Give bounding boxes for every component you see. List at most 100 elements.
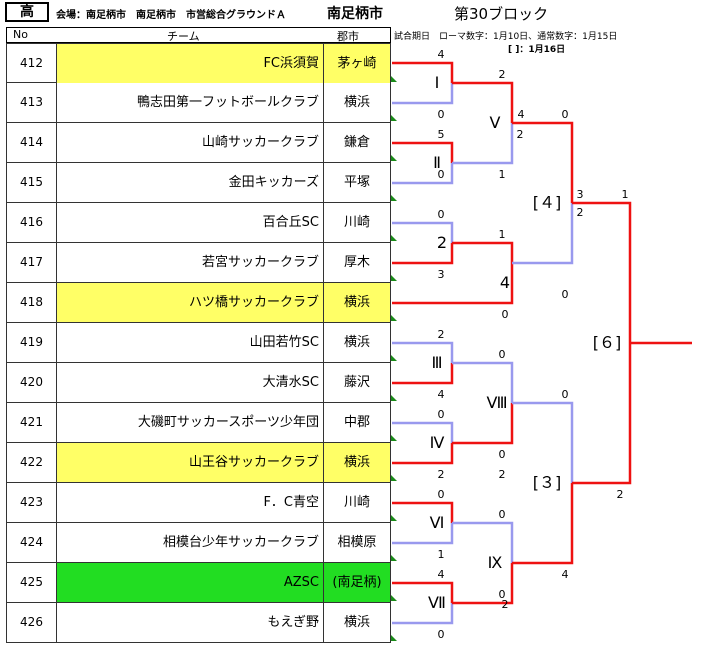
team-number: 412 — [7, 44, 57, 83]
team-name: 山王谷サッカークラブ — [57, 443, 324, 482]
team-city: 横浜 — [324, 283, 390, 322]
match-label: Ⅷ — [486, 393, 507, 412]
bracket-line — [392, 603, 454, 625]
match-label: Ⅲ — [431, 353, 442, 372]
match-label: [６] — [593, 333, 622, 352]
team-name: 若宮サッカークラブ — [57, 243, 324, 282]
team-city: 相模原 — [337, 535, 377, 550]
score-label: 0 — [499, 448, 506, 461]
col-no: No — [13, 28, 28, 41]
score-label: 0 — [562, 288, 569, 301]
score-label: 0 — [499, 588, 506, 601]
bracket-line — [512, 203, 574, 265]
team-city: 横浜 — [324, 443, 390, 482]
team-number: 417 — [7, 243, 57, 282]
score-label: 2 — [438, 328, 445, 341]
match-label: 4 — [500, 273, 510, 292]
bracket-line — [452, 81, 514, 123]
bracket-line — [392, 141, 454, 163]
team-name: 山崎サッカークラブ — [57, 123, 324, 162]
score-label: 2 — [502, 598, 509, 611]
bracket-line — [392, 163, 454, 185]
team-name: もえぎ野 — [57, 603, 324, 642]
match-label: Ⅴ — [490, 113, 501, 132]
team-city: 横浜 — [343, 95, 370, 110]
cell-marker-icon — [391, 435, 397, 441]
score-label: 3 — [438, 268, 445, 281]
bracket-line — [512, 121, 574, 203]
grade-badge: 高 — [5, 2, 49, 22]
cell-marker-icon — [391, 275, 397, 281]
bracket-line — [392, 243, 454, 265]
score-label: 1 — [622, 188, 629, 201]
match-label: [３] — [533, 473, 562, 492]
team-number: 422 — [7, 443, 57, 482]
bracket-line — [512, 401, 574, 483]
bracket-line — [452, 563, 514, 605]
score-label: 2 — [517, 128, 524, 141]
team-city: 中郡 — [343, 415, 370, 430]
bracket-line — [392, 263, 514, 305]
team-city: 横浜 — [343, 335, 370, 350]
cell-marker-icon — [391, 76, 397, 82]
score-label: 1 — [438, 548, 445, 561]
bracket-line — [392, 61, 454, 83]
match-label: Ⅶ — [428, 593, 446, 612]
col-team: チーム — [167, 30, 200, 43]
team-number: 424 — [7, 523, 57, 562]
score-label: 4 — [438, 388, 445, 401]
team-city: 平塚 — [343, 175, 370, 190]
cell-marker-icon — [391, 635, 397, 641]
bracket-line — [392, 83, 454, 105]
score-label: 1 — [499, 168, 506, 181]
score-label: 5 — [438, 128, 445, 141]
score-label: 0 — [438, 628, 445, 641]
score-label: 0 — [502, 308, 509, 321]
bracket-line — [512, 483, 574, 565]
venue-text: 会場：南足柄市 南足柄市 市営総合グラウンドＡ — [56, 10, 286, 21]
score-label: 2 — [438, 468, 445, 481]
match-label: Ⅰ — [435, 73, 440, 92]
bracket-line — [452, 403, 514, 445]
team-city: 川崎 — [343, 495, 370, 510]
match-label: Ⅸ — [488, 553, 503, 572]
score-label: 2 — [577, 206, 584, 219]
team-city: 藤沢 — [343, 375, 370, 390]
cell-marker-icon — [391, 115, 397, 121]
team-city: 厚木 — [343, 255, 370, 270]
team-number: 418 — [7, 283, 57, 322]
score-label: 1 — [499, 228, 506, 241]
cell-marker-icon — [391, 395, 397, 401]
score-label: 0 — [438, 408, 445, 421]
match-label: Ⅳ — [430, 433, 445, 452]
bracket-line — [392, 341, 454, 363]
cell-marker-icon — [391, 155, 397, 161]
match-dates: 試合期日 ローマ数字：1月10日、通常数字：1月15日 — [394, 32, 618, 42]
bracket-line — [452, 123, 514, 165]
bracket-line — [392, 421, 454, 443]
team-number: 415 — [7, 163, 57, 202]
score-label: 2 — [617, 488, 624, 501]
team-name: 大清水SC — [57, 363, 324, 402]
score-label: 0 — [562, 388, 569, 401]
match-label: 2 — [437, 233, 447, 252]
score-label: 3 — [577, 188, 584, 201]
team-number: 421 — [7, 403, 57, 442]
team-name: 山田若竹SC — [57, 323, 324, 362]
team-number: 413 — [7, 83, 57, 122]
score-label: 0 — [562, 108, 569, 121]
match-label: Ⅱ — [433, 153, 441, 172]
bracket-line — [392, 443, 454, 465]
cell-marker-icon — [391, 475, 397, 481]
cell-marker-icon — [391, 235, 397, 241]
team-city: 茅ヶ崎 — [324, 44, 390, 83]
bracket-date-note: [ ]：1月16日 — [508, 45, 566, 55]
score-label: 0 — [499, 508, 506, 521]
